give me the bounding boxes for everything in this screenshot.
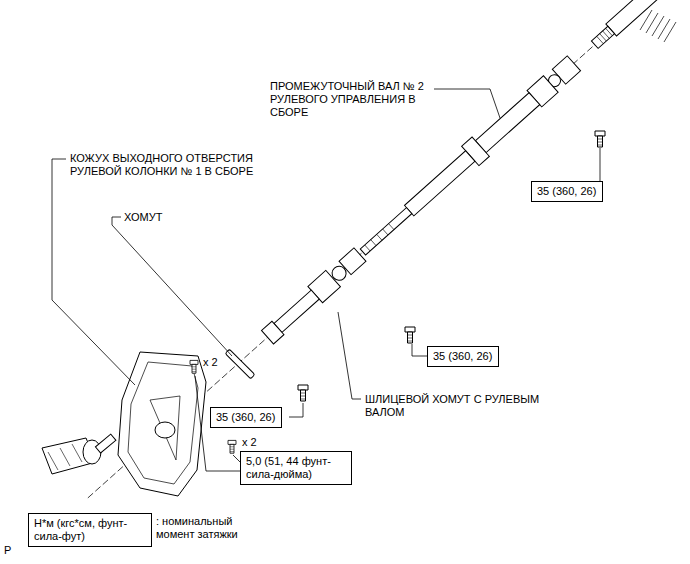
column-spline — [591, 26, 614, 48]
torque-value: 35 (360, 26) — [433, 350, 493, 363]
shaft-tube — [475, 93, 539, 153]
part-name: КОЖУХ ВЫХОДНОГО ОТВЕРСТИЯ РУЛЕВОЙ КОЛОНК… — [70, 152, 265, 178]
torque-value: 35 (360, 26) — [216, 411, 276, 424]
hatch-lines — [640, 10, 676, 42]
cover-outline — [118, 352, 206, 496]
spline-lines — [597, 28, 613, 43]
leader-line — [52, 159, 135, 385]
steering-gear — [42, 434, 116, 474]
leader-line — [434, 89, 500, 118]
column-tube — [606, 0, 658, 36]
bolt — [190, 360, 198, 373]
cover-inner — [128, 362, 198, 484]
quantity: x 2 — [242, 436, 257, 449]
torque-box: 35 (360, 26) — [531, 181, 603, 202]
spline-lines — [365, 224, 394, 251]
pinion-shaft — [95, 434, 115, 453]
bolt — [298, 385, 308, 401]
leader-line — [289, 403, 303, 417]
shaft-tube — [404, 151, 474, 216]
spline-shaft — [360, 208, 412, 255]
bolt — [595, 131, 605, 147]
leader-line — [338, 312, 361, 399]
part-name: ПРОМЕЖУТОЧНЫЙ ВАЛ № 2 РУЛЕВОГО УПРАВЛЕНИ… — [270, 80, 432, 119]
gear-lines — [48, 444, 82, 470]
part-name: ХОМУТ — [124, 211, 162, 224]
cover-rib — [150, 396, 180, 460]
torque-box: 35 (360, 26) — [210, 407, 282, 428]
lower-shaft — [274, 290, 319, 332]
column-hatching — [640, 10, 676, 42]
quantity: x 2 — [203, 356, 218, 369]
torque-value: 5,0 (51, 44 фунт-сила-дюйма) — [246, 455, 346, 481]
part-name: ШЛИЦЕВОЙ ХОМУТ С РУЛЕВЫМ ВАЛОМ — [365, 393, 570, 419]
leader-line — [233, 455, 240, 462]
legend-note: : номинальный момент затяжки — [156, 515, 266, 541]
torque-value: Н*м (кгс*см, фунт-сила-фут) — [34, 517, 146, 543]
bolt — [405, 327, 415, 343]
shaft-assembly — [77, 0, 661, 510]
center-line — [86, 0, 653, 500]
pinion-housing — [83, 440, 101, 464]
legend-box: Н*м (кгс*см, фунт-сила-фут) — [28, 513, 152, 547]
leader-lines — [52, 89, 600, 471]
figure-id: P — [4, 544, 11, 557]
torque-box: 35 (360, 26) — [427, 346, 499, 367]
torque-value: 35 (360, 26) — [537, 185, 597, 198]
bolt — [228, 440, 236, 453]
hole-cover — [118, 352, 206, 496]
leader-line — [112, 217, 232, 356]
leader-line — [412, 344, 427, 356]
shaft-end — [262, 321, 284, 344]
cover-hole — [155, 422, 175, 438]
torque-box: 5,0 (51, 44 фунт-сила-дюйма) — [240, 451, 352, 485]
leader-line — [600, 148, 601, 181]
